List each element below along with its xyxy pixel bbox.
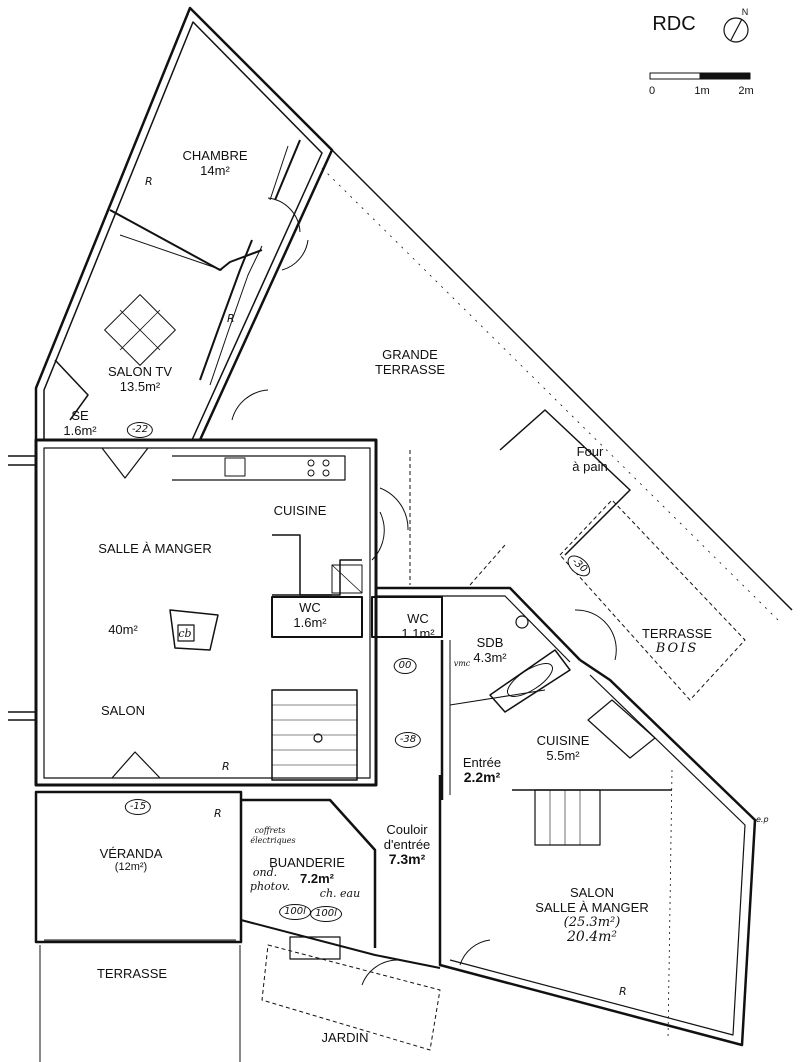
tank-2: 100l: [310, 906, 342, 922]
electriques-label: électriques: [250, 836, 296, 845]
level-marker-15: -15: [124, 799, 152, 815]
room-salon-2: SALON SALLE À MANGER (25.3m²) 20.4m²: [535, 885, 649, 945]
room-terrasse-bois: TERRASSE BOIS: [641, 626, 713, 656]
room-wc-2: WC 1.1m²: [401, 611, 435, 641]
radiator-mark: R: [619, 985, 627, 998]
main-room-wall: [34, 438, 378, 787]
buanderie-area: 7.2m²: [300, 871, 334, 886]
terrace-edge: [331, 149, 793, 611]
level-marker-00: 00: [393, 658, 417, 674]
scale-one: 1m: [694, 85, 710, 97]
vmc-label: vmc: [453, 659, 471, 668]
room-cuisine: CUISINE: [273, 503, 327, 518]
radiator-mark: R: [214, 807, 222, 820]
room-buanderie: BUANDERIE: [269, 855, 345, 870]
room-chambre: CHAMBRE 14m²: [182, 148, 248, 178]
room-sdb: SDB 4.3m²: [473, 635, 507, 665]
coffrets-label: coffrets: [254, 826, 286, 835]
radiator-mark: R: [222, 760, 230, 773]
room-terrasse: TERRASSE: [96, 966, 168, 981]
room-main-area: 40m²: [108, 622, 138, 637]
level-marker-22: -22: [126, 422, 154, 438]
room-couloir: Couloir d'entrée 7.3m²: [383, 822, 431, 867]
room-jardin: JARDIN: [321, 1030, 369, 1045]
photov-label: photov.: [249, 880, 291, 893]
compass-icon: [724, 18, 748, 42]
right-wing-wall: [438, 658, 757, 1047]
cb-label: cb: [178, 627, 192, 640]
room-se: SE 1.6m²: [63, 408, 97, 438]
level-title: RDC: [652, 13, 696, 35]
tank-1: 100l: [279, 904, 311, 920]
scale-zero: 0: [648, 85, 656, 97]
radiator-mark: R: [227, 312, 235, 325]
room-salle-a-manger: SALLE À MANGER: [98, 541, 212, 556]
scale-two: 2m: [738, 85, 754, 97]
room-cuisine-2: CUISINE 5.5m²: [536, 733, 590, 763]
level-marker-38: -38: [394, 732, 422, 748]
ond-label: ond.: [252, 866, 278, 879]
ch-eau-label: ch. eau: [319, 887, 361, 900]
north-wing-outer-wall: [34, 6, 334, 441]
north-label: N: [741, 7, 749, 17]
room-veranda: VÉRANDA (12m²): [99, 846, 163, 873]
room-entree: Entrée 2.2m²: [462, 755, 502, 785]
room-grande-terrasse: GRANDE TERRASSE: [374, 347, 446, 377]
room-salon-tv: SALON TV 13.5m²: [107, 364, 173, 394]
ep-mark: e.p: [756, 815, 769, 824]
room-wc-1: WC 1.6m²: [293, 600, 327, 630]
room-four-a-pain: Four à pain: [572, 444, 608, 474]
radiator-mark: R: [145, 175, 153, 188]
room-salon: SALON: [100, 703, 146, 718]
